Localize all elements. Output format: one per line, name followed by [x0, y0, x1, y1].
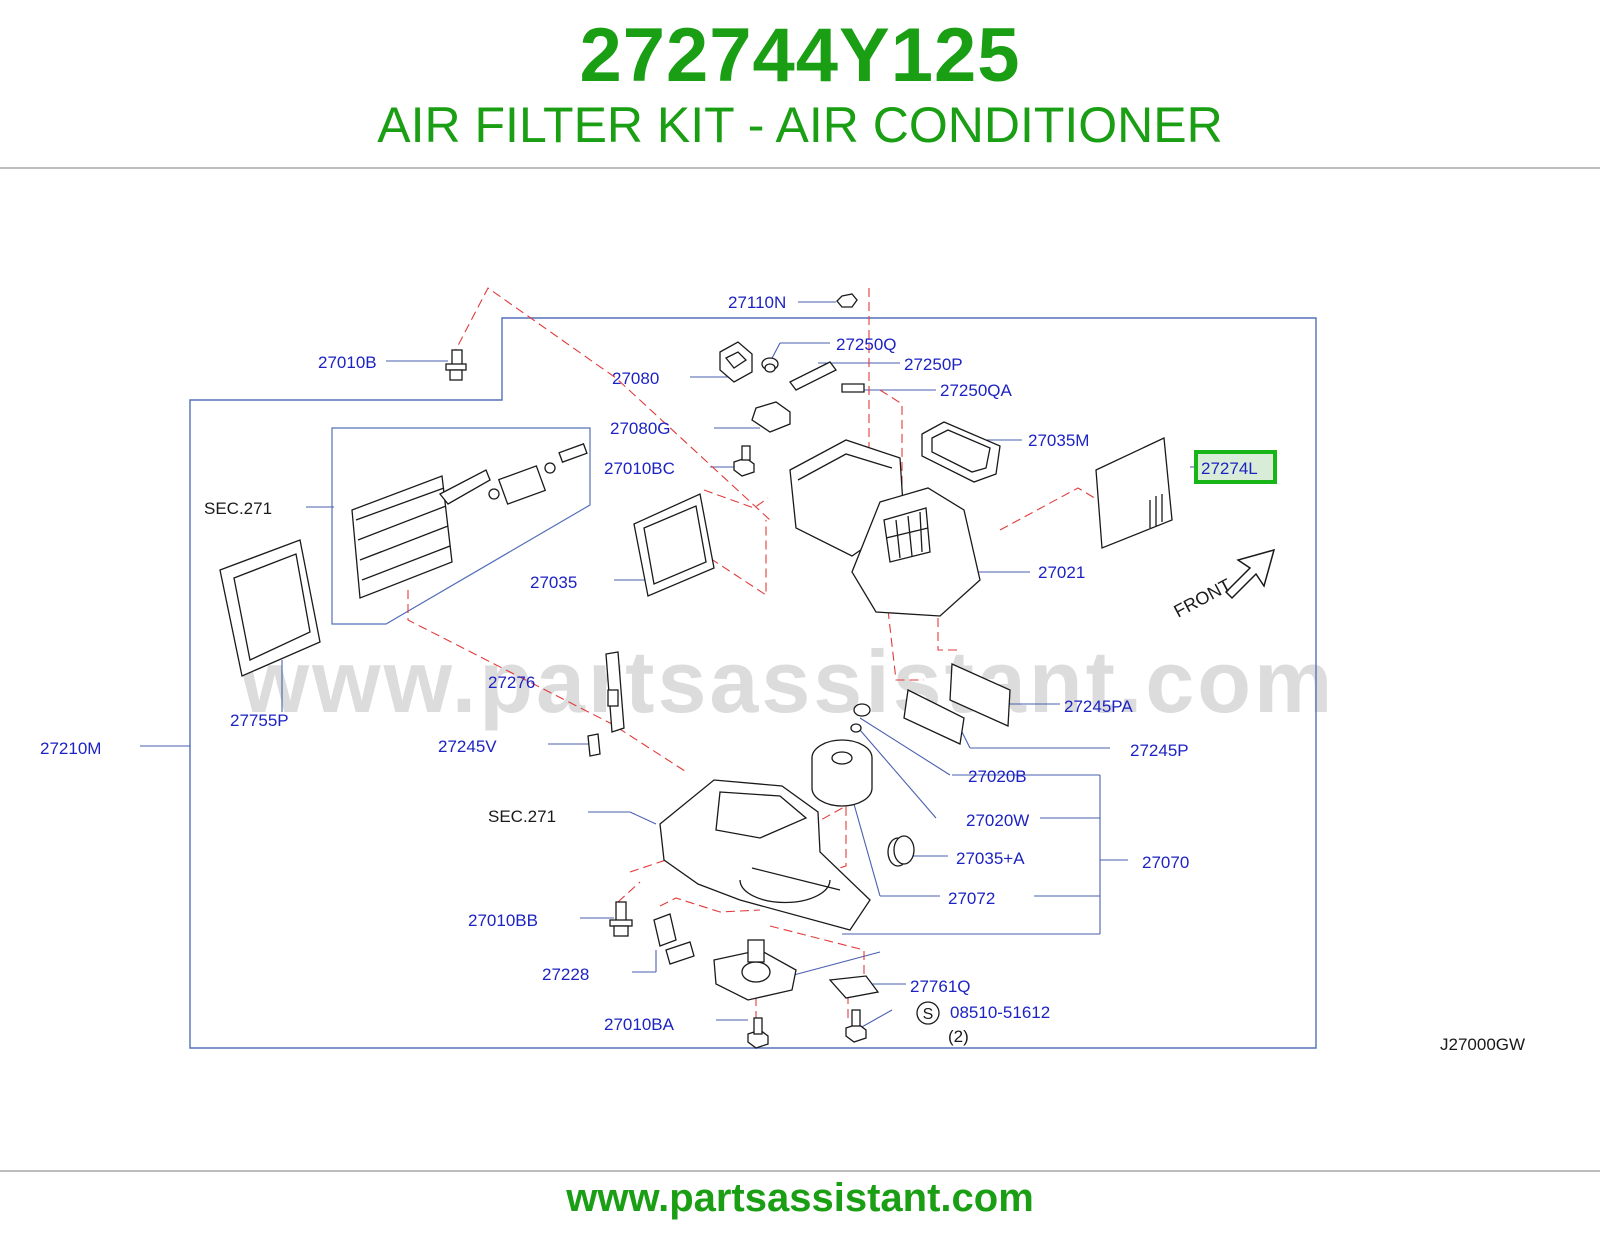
part-label-27035[interactable]: 27035	[530, 573, 577, 592]
pin-27250qa	[841, 383, 865, 393]
bracket-27276	[605, 651, 625, 733]
part-label-27250qa[interactable]: 27250QA	[940, 381, 1012, 400]
footer-divider	[0, 1170, 1600, 1172]
blower-motor	[713, 939, 797, 1001]
part-label-27274l[interactable]: 27274L	[1201, 459, 1258, 478]
intake-housing-27021	[789, 439, 981, 617]
footer-website-link[interactable]: www.partsassistant.com	[566, 1176, 1034, 1220]
part-description-title: AIR FILTER KIT - AIR CONDITIONER	[377, 97, 1223, 153]
washer-27020b	[850, 703, 871, 733]
components	[219, 293, 1173, 1049]
section-label-bottom[interactable]: SEC.271	[488, 807, 556, 826]
bolt-27010bb	[609, 901, 633, 937]
part-label-27080[interactable]: 27080	[612, 369, 659, 388]
screw-27010bc	[733, 445, 755, 477]
blower-fan-27020w	[811, 739, 873, 807]
section-label-top[interactable]: SEC.271	[204, 499, 272, 518]
part-label-27010b[interactable]: 27010B	[318, 353, 377, 372]
header-divider	[0, 167, 1600, 169]
part-number-title: 272744Y125	[579, 13, 1021, 98]
bracket-27761q	[828, 975, 880, 999]
part-label-27080g[interactable]: 27080G	[610, 419, 671, 438]
seal-27755p	[219, 539, 321, 677]
part-label-27761q[interactable]: 27761Q	[910, 977, 971, 996]
diagram-code: J27000GW	[1440, 1035, 1525, 1054]
part-label-27250q[interactable]: 27250Q	[836, 335, 897, 354]
watermark-text: www.partsassistant.com	[240, 632, 1336, 731]
clip-27245v	[587, 733, 601, 757]
actuator-27080	[719, 341, 753, 383]
screw-08510-51612	[845, 1009, 867, 1043]
part-label-27110n[interactable]: 27110N	[728, 293, 786, 312]
evaporator-subframe	[331, 427, 591, 625]
part-label-27070[interactable]: 27070	[1142, 853, 1189, 872]
resistor-27228	[653, 913, 695, 965]
part-label-27228[interactable]: 27228	[542, 965, 589, 984]
screw-27010ba	[747, 1017, 769, 1049]
part-label-27010ba[interactable]: 27010BA	[604, 1015, 675, 1034]
evaporator-core	[351, 469, 491, 599]
link-27250p	[789, 361, 837, 391]
lower-blower-case	[659, 779, 871, 931]
seal-27035m	[921, 421, 1001, 483]
door-27245p	[903, 689, 965, 745]
part-label-27020b[interactable]: 27020B	[968, 767, 1027, 786]
assembly-frame	[189, 317, 1317, 1049]
front-label: FRONT	[1170, 575, 1234, 622]
quantity-label: (2)	[948, 1027, 969, 1046]
part-label-27010bc[interactable]: 27010BC	[604, 459, 675, 478]
damper-27035a	[887, 835, 915, 867]
part-label-27276[interactable]: 27276	[488, 673, 535, 692]
standard-part-letter: S	[923, 1006, 934, 1023]
front-arrow: FRONT	[1170, 548, 1276, 622]
expansion-valve	[488, 443, 588, 505]
highlighted-part-box	[1194, 450, 1277, 484]
part-label-27035a[interactable]: 27035+A	[956, 849, 1025, 868]
part-label-27010bb[interactable]: 27010BB	[468, 911, 538, 930]
standard-part-symbol-icon: S	[916, 1001, 940, 1025]
part-label-08510-51612[interactable]: 08510-51612	[950, 1003, 1050, 1022]
part-label-27245p[interactable]: 27245P	[1130, 741, 1189, 760]
part-labels: 27110N 27010B 27250Q 27080 27250P 27250Q…	[40, 293, 1258, 1034]
nut-27110n	[836, 293, 858, 308]
part-label-27245pa[interactable]: 27245PA	[1064, 697, 1133, 716]
part-label-27035m[interactable]: 27035M	[1028, 431, 1089, 450]
bracket-27080g	[751, 401, 791, 433]
part-label-27245v[interactable]: 27245V	[438, 737, 497, 756]
page-header: 272744Y125 AIR FILTER KIT - AIR CONDITIO…	[0, 0, 1600, 168]
part-label-27210m[interactable]: 27210M	[40, 739, 101, 758]
bolt-27010b	[445, 349, 467, 381]
front-direction-arrow-icon	[1224, 548, 1276, 600]
part-label-27755p[interactable]: 27755P	[230, 711, 289, 730]
part-label-27250p[interactable]: 27250P	[904, 355, 963, 374]
seal-27035	[633, 493, 715, 597]
part-label-27072[interactable]: 27072	[948, 889, 995, 908]
air-filter-27274l	[1095, 437, 1173, 549]
part-label-27020w[interactable]: 27020W	[966, 811, 1029, 830]
section-labels: SEC.271 SEC.271 (2) J27000GW	[204, 499, 1525, 1054]
door-27245pa	[949, 663, 1011, 727]
part-label-27021[interactable]: 27021	[1038, 563, 1085, 582]
grommet-27250q	[761, 357, 779, 373]
